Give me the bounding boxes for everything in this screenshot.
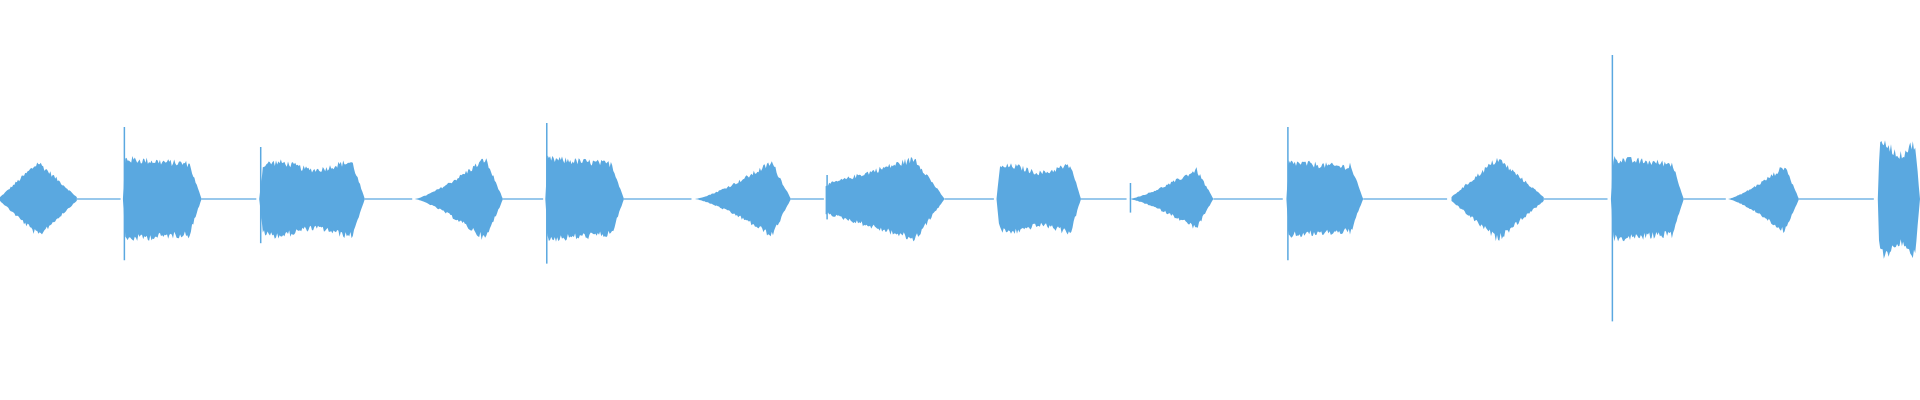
waveform-segment <box>1286 160 1364 238</box>
waveform-segment <box>545 155 624 242</box>
waveform-segments <box>0 55 1920 322</box>
waveform-segment <box>122 156 202 241</box>
waveform-segment <box>259 159 365 239</box>
waveform-segment <box>1451 157 1544 242</box>
waveform-segment <box>414 158 503 240</box>
waveform-segment <box>695 161 791 237</box>
waveform-segment <box>1728 167 1799 233</box>
waveform-segment <box>996 163 1081 235</box>
waveform-segment <box>1610 156 1684 242</box>
waveform-segment <box>0 162 77 235</box>
waveform-segment <box>825 157 945 242</box>
waveform-segment <box>1877 140 1920 259</box>
waveform-segment <box>1129 167 1214 229</box>
